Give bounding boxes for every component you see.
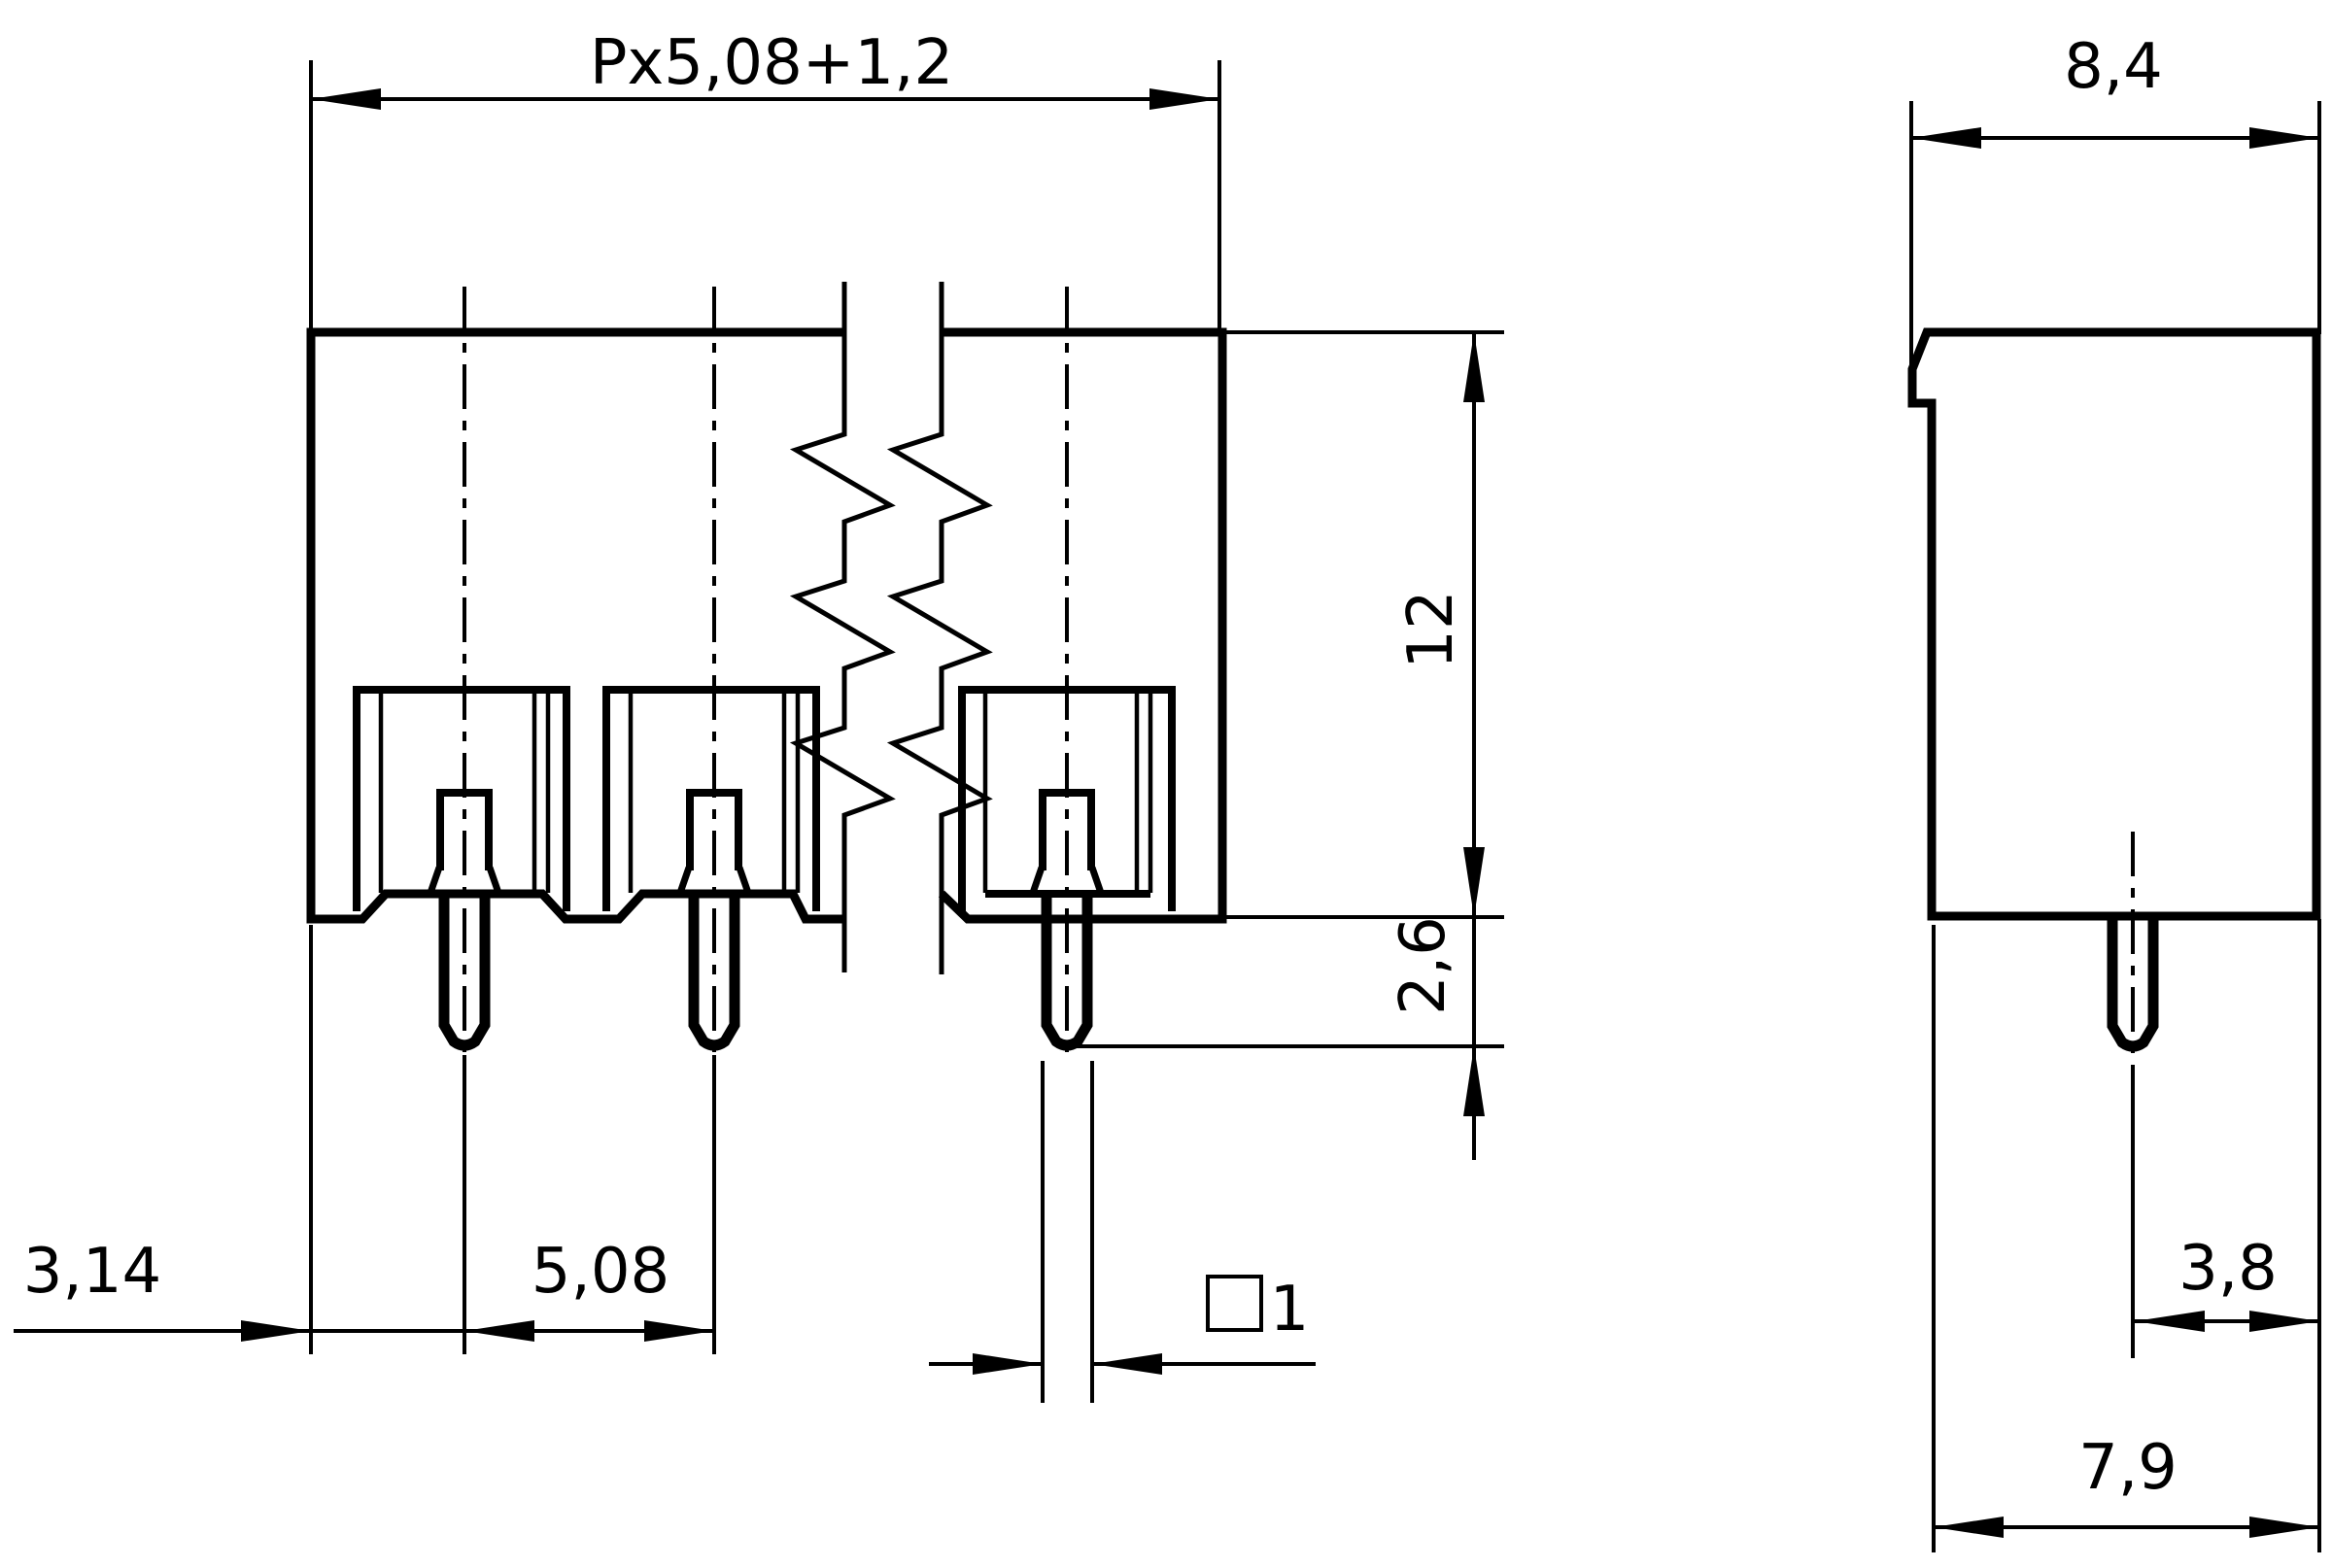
label-pin-pitch: 5,08 [532, 1236, 670, 1308]
front-view [306, 282, 1227, 1059]
side-pin [2107, 832, 2159, 1358]
break-line-right [886, 282, 993, 974]
side-body-outline [1907, 327, 2321, 921]
arrowhead-up-icon [1463, 332, 1485, 402]
label-base-depth: 7,9 [2078, 1432, 2178, 1504]
arrowhead-left-icon [2135, 1311, 2205, 1332]
dim-pin-to-back: 3,8 [2135, 919, 2321, 1552]
side-view [1907, 327, 2321, 1358]
dim-base-depth: 7,9 [1932, 925, 2319, 1552]
arrowhead-right-icon [241, 1320, 311, 1342]
arrowhead-right-icon [644, 1320, 714, 1342]
arrowhead-right-icon [2249, 1517, 2319, 1538]
dim-height-and-protrusion: 12 2,6 [1061, 330, 1504, 1160]
label-overall-depth: 8,4 [2064, 31, 2163, 103]
dim-pin-square: 1 [929, 1061, 1316, 1403]
pin-1 [427, 287, 502, 1059]
label-pin-protrusion: 2,6 [1388, 916, 1459, 1015]
label-total-width: Px5,08+1,2 [590, 27, 953, 99]
label-pin-to-back: 3,8 [2178, 1233, 2278, 1305]
arrowhead-left-icon [464, 1320, 534, 1342]
arrowhead-left-icon [1092, 1353, 1162, 1375]
arrowhead-left-icon [1934, 1517, 2004, 1538]
arrowhead-up-icon [1463, 1046, 1485, 1116]
arrowhead-right-icon [2249, 127, 2319, 149]
pin-3 [1029, 287, 1105, 1057]
arrowhead-left-icon [1911, 127, 1981, 149]
dim-overall-depth: 8,4 [1909, 31, 2321, 398]
arrowhead-right-icon [2249, 1311, 2319, 1332]
break-line-left [789, 282, 896, 972]
socket-2 [602, 686, 820, 911]
pin-2 [676, 287, 752, 1059]
socket-1 [353, 686, 570, 911]
label-body-height: 12 [1395, 590, 1467, 668]
label-pin-cross-section: 1 [1270, 1274, 1310, 1346]
socket-3 [958, 686, 1176, 911]
square-symbol-icon [1206, 1275, 1263, 1332]
arrowhead-down-icon [1463, 847, 1485, 917]
dim-edge-and-pitch: 3,14 5,08 [14, 925, 716, 1354]
front-body-outline-left [306, 327, 844, 924]
dim-total-width: Px5,08+1,2 [309, 27, 1221, 328]
arrowhead-right-icon [1149, 88, 1219, 110]
arrowhead-left-icon [311, 88, 381, 110]
label-edge-to-first-pin: 3,14 [23, 1236, 162, 1308]
arrowhead-right-icon [973, 1353, 1043, 1375]
